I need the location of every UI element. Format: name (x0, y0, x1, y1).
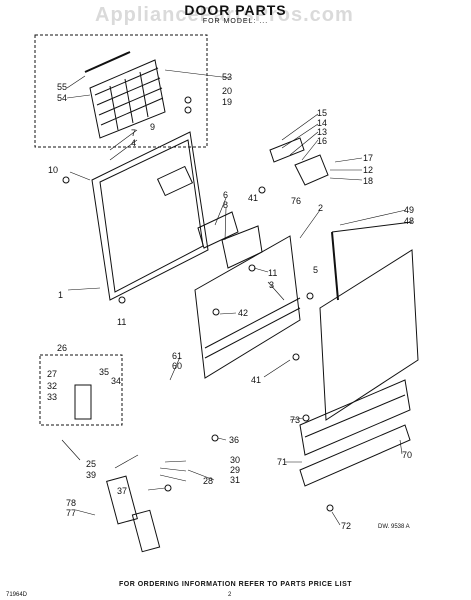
callout-49: 49 (404, 205, 415, 215)
callout-5: 5 (313, 265, 319, 275)
inner-door-panel (91, 131, 209, 301)
screw-41b (292, 353, 300, 361)
callout-60: 60 (172, 361, 183, 371)
vent-detail-box (34, 34, 208, 148)
callout-4: 4 (131, 138, 137, 148)
callout-28: 28 (203, 476, 214, 486)
screw-42 (212, 308, 220, 316)
screw-41 (258, 186, 266, 194)
callout-26: 26 (57, 343, 68, 353)
callout-11: 11 (268, 268, 278, 278)
callout-16: 16 (317, 136, 328, 146)
callout-27: 27 (47, 369, 58, 379)
callout-31: 31 (230, 475, 241, 485)
callout-11-lower: 11 (117, 317, 127, 327)
door-switch (294, 154, 329, 186)
callout-54: 54 (57, 93, 68, 103)
screw-36 (211, 434, 219, 442)
callout-3: 3 (269, 280, 275, 290)
callout-17: 17 (363, 153, 374, 163)
corner-code: 71964D (6, 592, 28, 598)
callout-18: 18 (363, 176, 374, 186)
callout-33: 33 (47, 392, 58, 402)
callout-36: 36 (229, 435, 240, 445)
callout-76: 76 (291, 196, 302, 206)
callout-7: 7 (131, 128, 137, 138)
drawing-number: DW. 9538 A (378, 524, 410, 530)
screw-10 (62, 176, 70, 184)
latch-handle (197, 211, 239, 249)
callout-15: 15 (317, 108, 328, 118)
page-number: 2 (228, 592, 232, 598)
callout-2: 2 (318, 203, 324, 213)
callout-13: 13 (317, 127, 328, 137)
callout-14: 14 (317, 118, 328, 128)
door-frame (194, 235, 301, 379)
callout-71: 71 (277, 457, 288, 467)
screw-11 (118, 296, 126, 304)
model-subtitle: FOR MODEL: ... (202, 18, 269, 25)
latch-cover (221, 225, 263, 269)
screw-37 (164, 484, 172, 492)
callout-37: 37 (117, 486, 128, 496)
callout-12: 12 (363, 165, 374, 175)
kickplate-assembly (299, 379, 411, 487)
callout-1: 1 (58, 290, 64, 300)
callout-34: 34 (111, 376, 122, 386)
callout-41-lower: 41 (251, 375, 262, 385)
screw-5 (306, 292, 314, 300)
latch-bracket (269, 137, 305, 163)
dispenser-detail-box (39, 354, 123, 426)
clip-73 (302, 414, 310, 422)
callout-61: 61 (172, 351, 183, 361)
callout-32: 32 (47, 381, 58, 391)
leader-lines (61, 69, 407, 526)
outer-door-panel (319, 249, 419, 421)
callout-42: 42 (238, 308, 249, 318)
callout-10: 10 (48, 165, 59, 175)
callout-73: 73 (290, 415, 301, 425)
vent-bar (84, 51, 131, 73)
callout-48: 48 (404, 216, 415, 226)
callout-70: 70 (402, 450, 413, 460)
watermark: AppliancePartsPros.com (95, 4, 354, 26)
callout-19: 19 (222, 97, 233, 107)
callout-78: 78 (66, 498, 77, 508)
callout-8: 8 (223, 200, 229, 210)
door-trim-strip (331, 231, 339, 301)
callout-20: 20 (222, 86, 233, 96)
callout-35: 35 (99, 367, 110, 377)
callout-55: 55 (57, 82, 68, 92)
screw-19 (184, 106, 192, 114)
callout-9: 9 (150, 122, 156, 132)
callout-77: 77 (66, 508, 77, 518)
page-title: DOOR PARTS (184, 2, 287, 18)
screw-72 (326, 504, 334, 512)
callout-29: 29 (230, 465, 241, 475)
dispenser-body (106, 475, 138, 525)
dispenser-cup (74, 384, 92, 420)
callout-41: 41 (248, 193, 259, 203)
callout-6: 6 (223, 190, 229, 200)
callout-25: 25 (86, 459, 97, 469)
callout-39: 39 (86, 470, 97, 480)
vent-grille (89, 59, 166, 139)
dispenser-gasket (131, 509, 161, 553)
screw-20 (184, 96, 192, 104)
callout-30: 30 (230, 455, 241, 465)
callout-53: 53 (222, 72, 233, 82)
ordering-footer: FOR ORDERING INFORMATION REFER TO PARTS … (118, 581, 353, 588)
callout-72: 72 (341, 521, 352, 531)
